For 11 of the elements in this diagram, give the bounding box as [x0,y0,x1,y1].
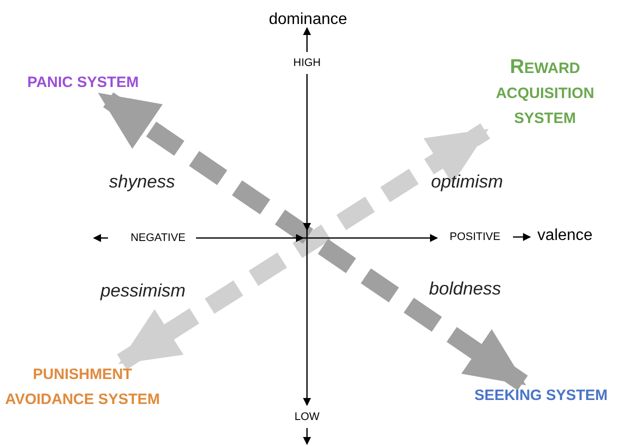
quadrant-label: pessimism [100,280,186,302]
axis-label: dominance [268,11,348,29]
quadrant-label: optimism [431,172,503,192]
axis-label: valence [537,227,593,245]
system-label: PUNISHMENT AVOIDANCE SYSTEM [5,365,160,410]
quadrant-label: shyness [108,172,176,192]
system-label: REWARD ACQUISITION SYSTEM [494,55,596,129]
quadrant-label: boldness [428,278,502,300]
system-label: SEEKING SYSTEM [473,386,609,406]
dashed-arrow [117,123,490,370]
system-label: PANIC SYSTEM [26,73,140,93]
